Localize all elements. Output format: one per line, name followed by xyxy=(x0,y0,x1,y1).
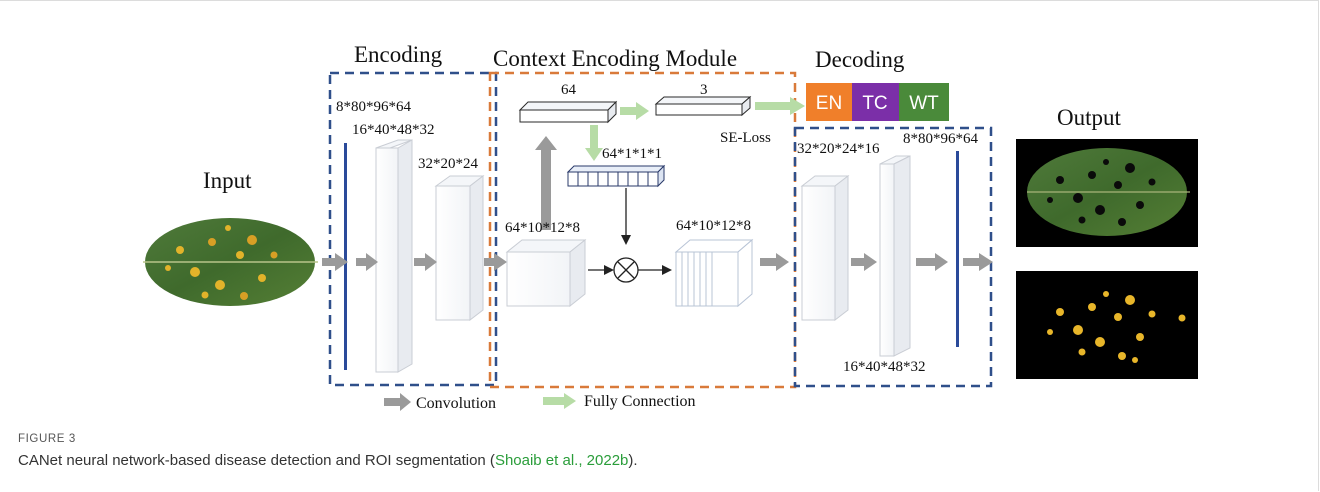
decoder-block-2 xyxy=(879,155,911,357)
decoding-box xyxy=(793,126,993,388)
fc-dim-3: 3 xyxy=(700,82,708,98)
gray-up-arrow xyxy=(535,136,557,230)
encoding-title: Encoding xyxy=(354,42,443,67)
decoder-bar xyxy=(956,151,959,347)
citation-link[interactable]: Shoaib et al., 2022b xyxy=(494,452,629,469)
conv-arrows-decoder xyxy=(851,253,993,271)
legend-convolution: Convolution xyxy=(416,395,496,412)
canet-diagram: Encoding Context Encoding Module Decodin… xyxy=(143,42,1198,412)
pooled-vector xyxy=(566,164,666,188)
caption-end: ). xyxy=(628,452,638,469)
class-label-en: EN xyxy=(816,93,842,114)
legend-fc-arrow xyxy=(543,393,576,409)
output-mask-image xyxy=(1016,271,1198,379)
conv-arrows-encoder xyxy=(322,253,507,271)
fc-arrows xyxy=(585,97,805,161)
class-label-wt: WT xyxy=(909,93,939,114)
encoder-bar xyxy=(344,143,347,370)
legend-fully-connection: Fully Connection xyxy=(584,393,696,410)
fc-layer-3 xyxy=(654,95,752,117)
conv-arrow-context-out xyxy=(760,253,789,271)
fc-layer-64 xyxy=(518,100,618,124)
se-loss-label: SE-Loss xyxy=(720,130,771,146)
class-label-tc: TC xyxy=(862,93,887,114)
pooled-dim: 64*1*1*1 xyxy=(602,146,662,162)
legend-conv-arrow xyxy=(384,393,411,411)
encoder-dim-3: 32*20*24 xyxy=(418,156,479,172)
feature-map-in xyxy=(505,238,587,308)
multiply-arrowhead-out xyxy=(662,265,672,275)
context-title: Context Encoding Module xyxy=(493,46,737,71)
feature-out-dim: 64*10*12*8 xyxy=(676,218,751,234)
output-title: Output xyxy=(1057,105,1122,130)
decoder-dim-3: 16*40*48*32 xyxy=(843,359,926,375)
encoder-block-1 xyxy=(375,139,413,373)
class-chip-wt xyxy=(899,83,949,121)
context-module-box xyxy=(488,71,797,389)
figure-label: FIGURE 3 xyxy=(18,433,76,445)
legend: Convolution Fully Connection xyxy=(384,393,696,412)
caption-text: CANet neural network-based disease detec… xyxy=(18,452,495,469)
output-leaf-image xyxy=(1016,139,1198,247)
decoder-dim-1: 32*20*24*16 xyxy=(797,141,880,157)
input-title: Input xyxy=(203,168,252,193)
feature-map-stack xyxy=(674,238,754,308)
class-chip-en xyxy=(806,83,852,121)
class-chip-tc xyxy=(852,83,899,121)
fc-dim-64: 64 xyxy=(561,82,577,98)
figure-caption: CANet neural network-based disease detec… xyxy=(18,452,638,469)
decoding-title: Decoding xyxy=(815,47,905,72)
multiply-operator-icon xyxy=(613,257,639,283)
encoding-box xyxy=(328,71,498,387)
decoder-dim-2: 8*80*96*64 xyxy=(903,131,979,147)
pooled-arrowhead xyxy=(621,235,631,245)
decoder-block-1 xyxy=(800,174,850,322)
feature-in-dim: 64*10*12*8 xyxy=(505,220,580,236)
encoder-dim-2: 16*40*48*32 xyxy=(352,122,435,138)
encoder-block-2 xyxy=(434,174,485,322)
multiply-arrowhead-in xyxy=(604,265,614,275)
encoder-dim-1: 8*80*96*64 xyxy=(336,99,412,115)
input-leaf-image xyxy=(143,218,318,306)
